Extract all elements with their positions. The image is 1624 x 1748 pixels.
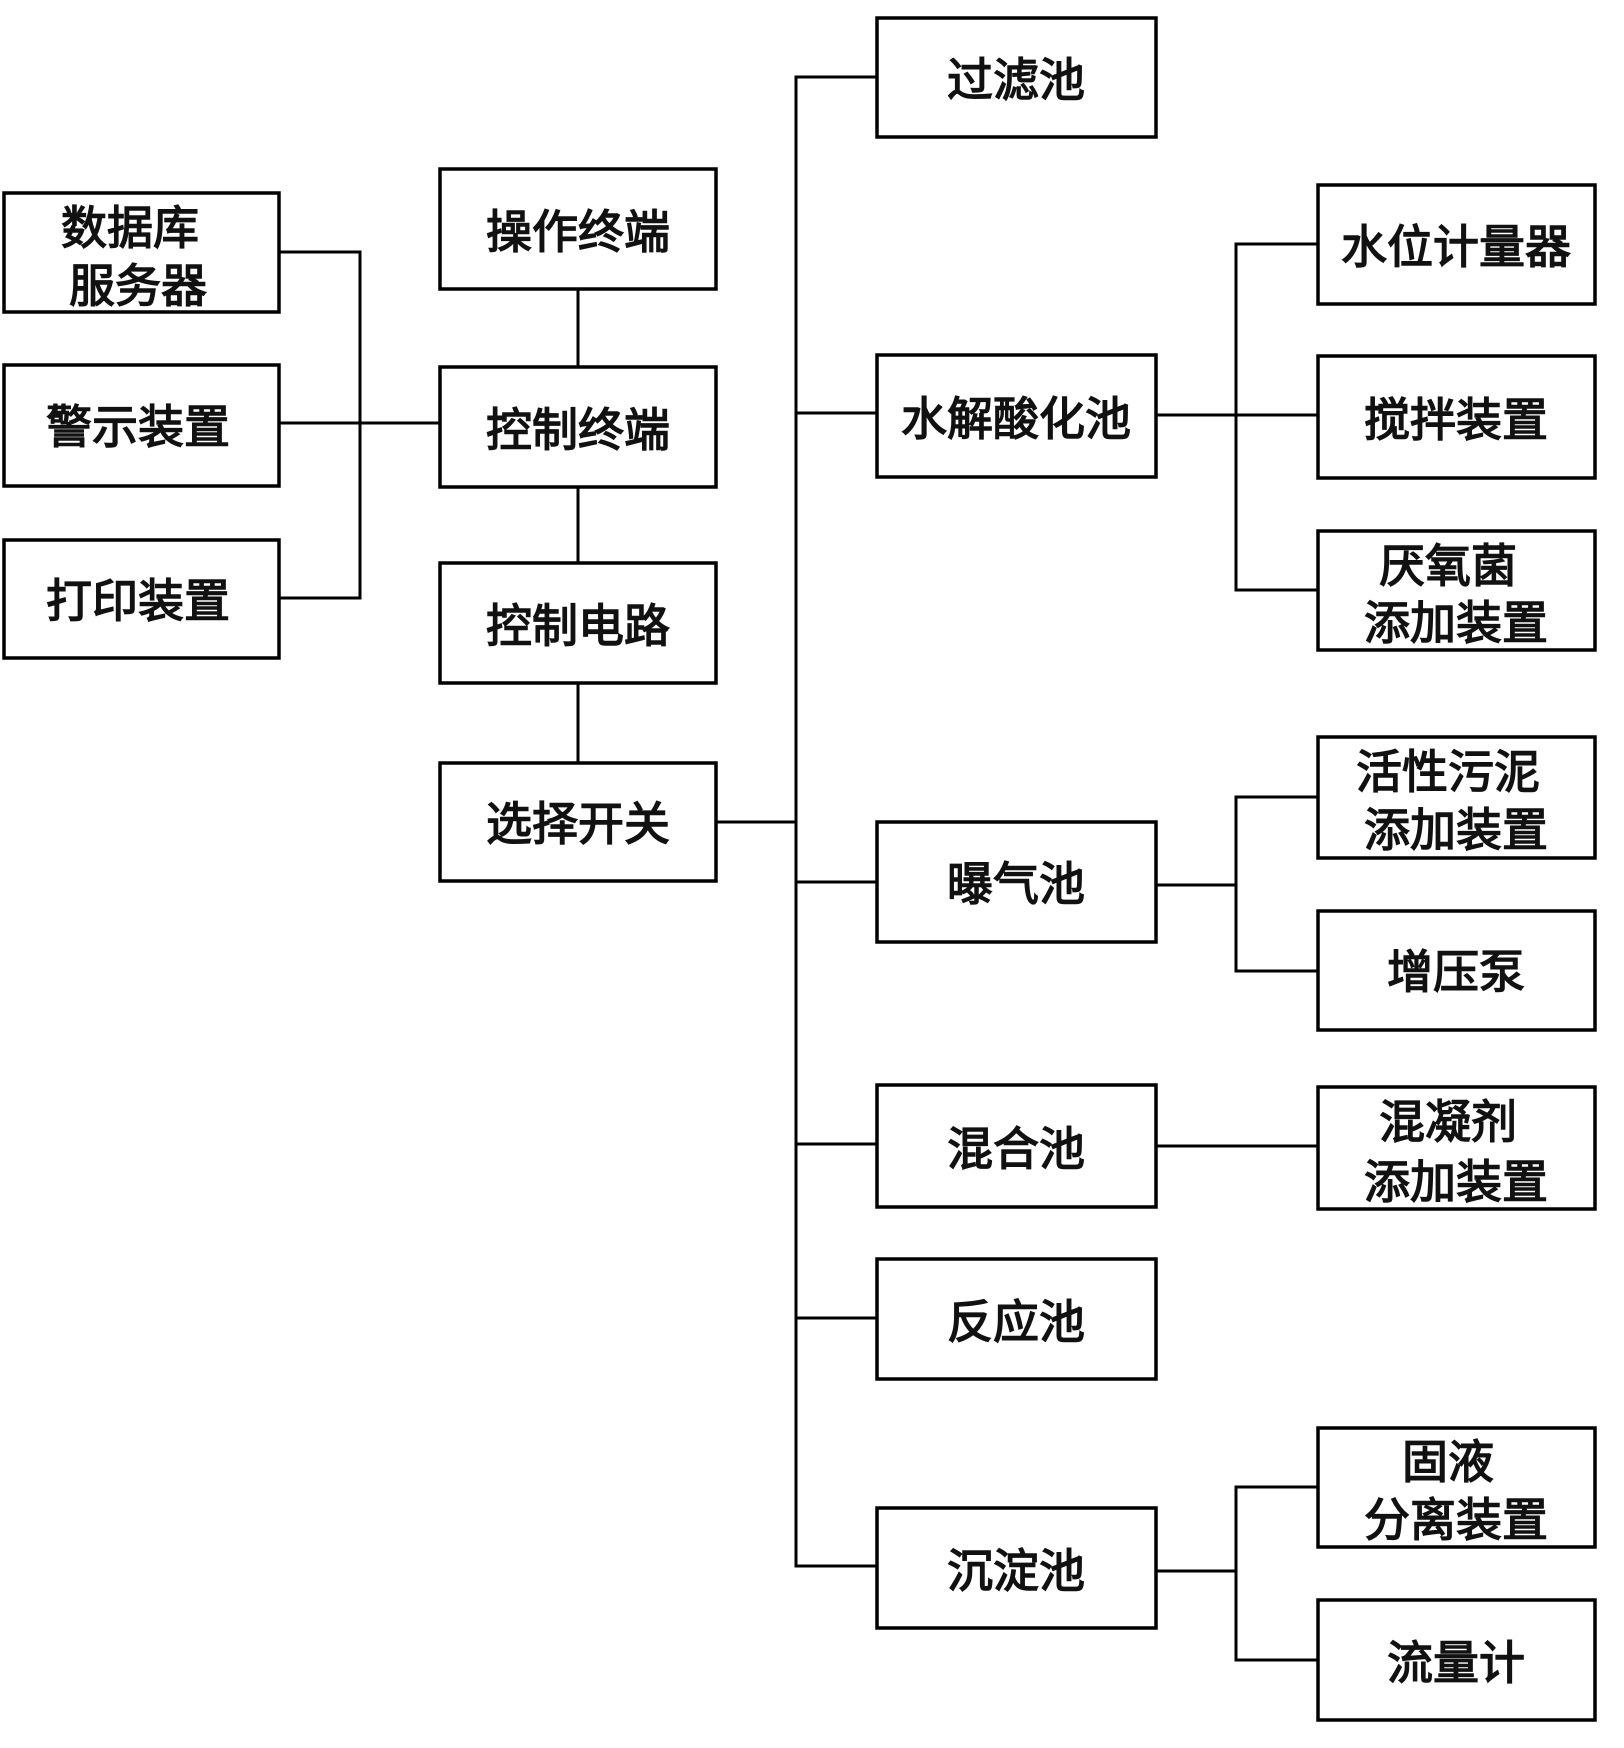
anaerobic-adding-device-label: 厌氧菌 添加装置 <box>1364 539 1548 650</box>
flow-meter-label: 流量计 <box>1387 1636 1525 1690</box>
solid-liquid-separator-label: 固液 分离装置 <box>1364 1435 1548 1547</box>
reaction-tank-box <box>875 1257 1158 1381</box>
stirring-device-label: 搅拌装置 <box>1364 393 1548 447</box>
coagulant-adding-device-label: 混凝剂 添加装置 <box>1364 1095 1548 1209</box>
connector-database-server <box>277 250 362 425</box>
booster-pump-label: 增压泵 <box>1387 945 1525 999</box>
sludge-adding-device-label: 活性污泥 添加装置 <box>1356 745 1556 857</box>
sludge-adding-device-box <box>1316 735 1597 860</box>
filter-tank-box <box>875 16 1158 139</box>
anaerobic-adding-device-box <box>1316 529 1597 652</box>
selector-switch-box <box>438 761 718 883</box>
filter-tank-label: 过滤池 <box>947 53 1085 107</box>
mixing-tank-label: 混合池 <box>947 1122 1085 1176</box>
solid-liquid-separator-box <box>1316 1426 1597 1549</box>
sedimentation-tank-label: 沉淀池 <box>947 1544 1085 1598</box>
alarm-device-label: 警示装置 <box>46 400 230 454</box>
aeration-tank-label: 曝气池 <box>947 857 1085 911</box>
control-terminal-box <box>438 365 718 489</box>
sedimentation-tank-box <box>875 1506 1158 1630</box>
stirring-device-box <box>1316 354 1597 480</box>
mixing-tank-box <box>875 1083 1158 1209</box>
alarm-device-box <box>2 363 281 488</box>
database-server-box <box>2 191 281 314</box>
connector-lines <box>277 75 1320 1662</box>
hydrolysis-tank-label: 水解酸化池 <box>901 392 1131 446</box>
flow-meter-box <box>1316 1598 1597 1722</box>
operation-terminal-box <box>438 167 718 291</box>
reaction-tank-label: 反应池 <box>947 1295 1085 1349</box>
control-circuit-label: 控制电路 <box>486 599 671 653</box>
node-boxes <box>2 16 1597 1722</box>
print-device-label: 打印装置 <box>46 574 230 628</box>
control-circuit-box <box>438 561 718 685</box>
database-server-label: 数据库 服务器 <box>61 201 215 313</box>
hydrolysis-tank-box <box>875 353 1158 479</box>
water-level-meter-label: 水位计量器 <box>1341 220 1572 274</box>
print-device-box <box>2 538 281 660</box>
aeration-tank-box <box>875 820 1158 944</box>
selector-switch-label: 选择开关 <box>486 797 670 851</box>
control-terminal-label: 控制终端 <box>486 403 670 457</box>
operation-terminal-label: 操作终端 <box>486 205 670 259</box>
booster-pump-box <box>1316 909 1597 1032</box>
coagulant-adding-device-box <box>1316 1085 1597 1211</box>
water-level-meter-box <box>1316 183 1597 306</box>
node-labels: 数据库 服务器 警示装置 打印装置 操作终端 控制终端 控制电路 选择开关 过滤… <box>46 53 1572 1690</box>
connector-print-device <box>277 421 362 600</box>
